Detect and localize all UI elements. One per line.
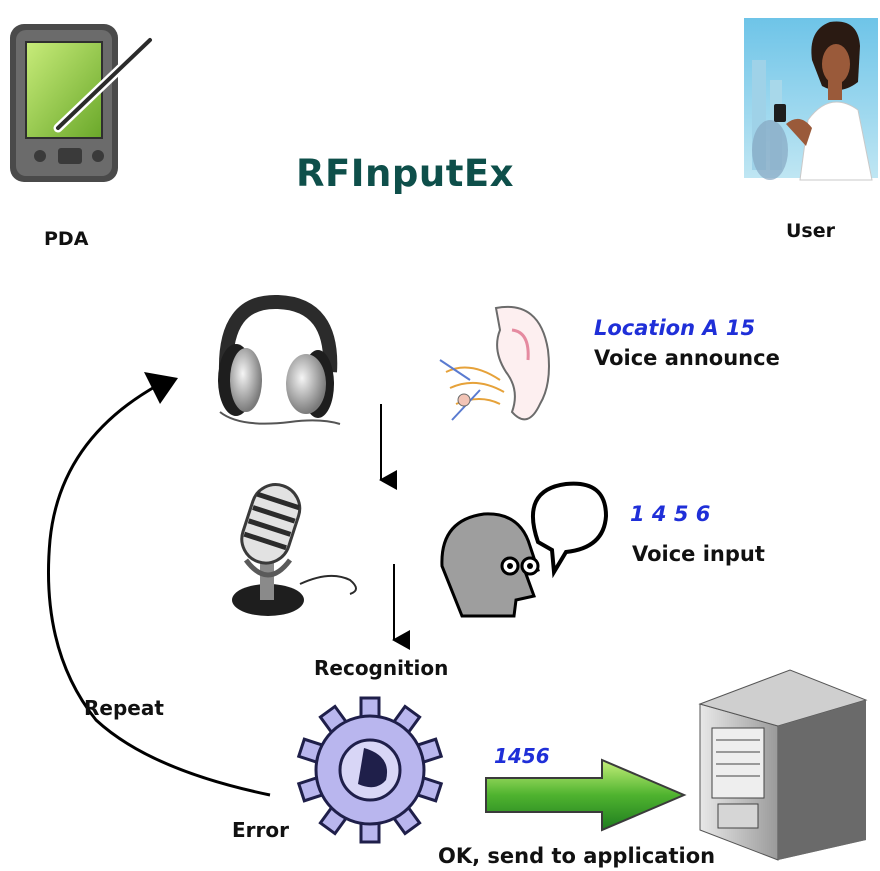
- error-label: Error: [232, 818, 289, 842]
- repeat-loop-arrow: [46, 372, 271, 797]
- input-caption: Voice input: [632, 542, 765, 566]
- headphones-icon: [218, 294, 341, 425]
- user-label: User: [786, 220, 835, 242]
- announce-caption: Voice announce: [594, 346, 780, 370]
- send-caption: OK, send to application: [438, 844, 716, 868]
- announce-value: Location A 15: [594, 316, 756, 340]
- page-title: RFInputEx: [296, 152, 515, 195]
- microphone-icon: [232, 483, 357, 616]
- repeat-label: Repeat: [84, 696, 164, 720]
- flow-arrows: [379, 404, 410, 650]
- server-icon: [698, 669, 868, 861]
- pda-label: PDA: [44, 228, 89, 250]
- user-photo: [744, 18, 878, 181]
- speaking-head-icon: [440, 481, 609, 618]
- recognition-label: Recognition: [314, 656, 449, 680]
- ear-icon: [439, 305, 550, 421]
- send-value: 1456: [494, 744, 550, 768]
- gear-icon: [296, 696, 444, 844]
- pda-icon: [10, 24, 155, 182]
- input-value: 1 4 5 6: [630, 502, 711, 526]
- green-arrow-icon: [485, 758, 687, 832]
